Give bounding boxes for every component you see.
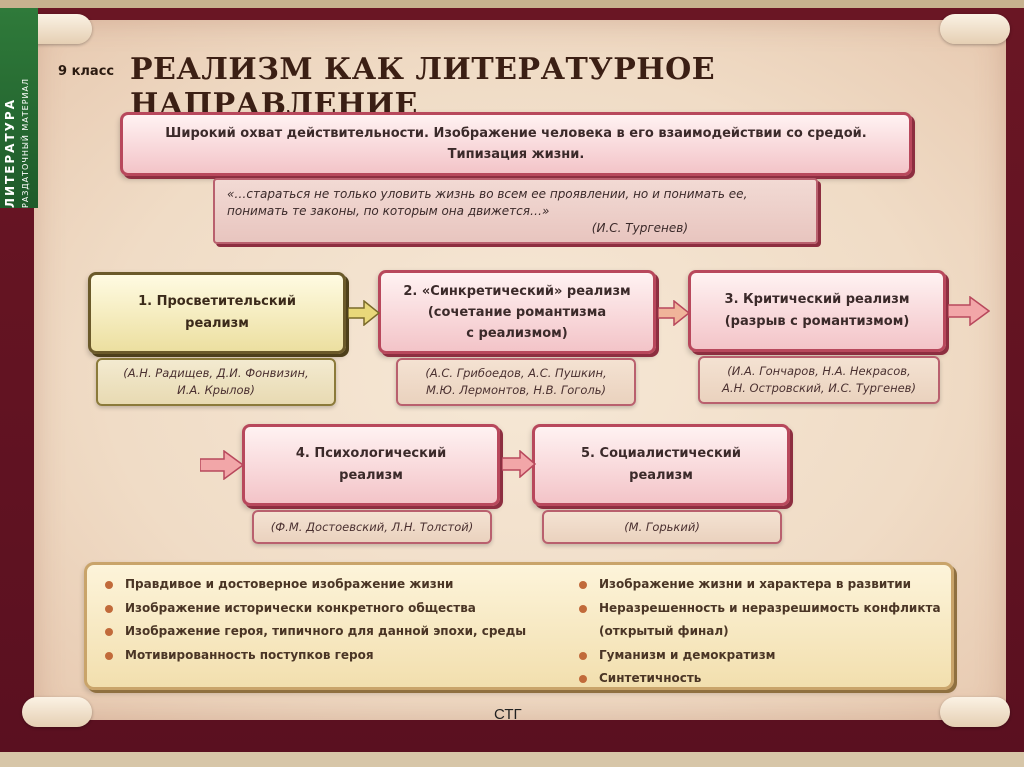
stage-3-authors-line-2: А.Н. Островский, И.С. Тургенев) [722, 381, 916, 395]
bullet-icon [579, 581, 587, 589]
top-band [0, 0, 1024, 8]
stage-2-authors: (А.С. Грибоедов, А.С. Пушкин, М.Ю. Лермо… [396, 358, 636, 406]
stage-3-box: 3. Критический реализм (разрыв с романти… [688, 270, 946, 352]
stage-2-line-2: (сочетание романтизма [427, 304, 607, 320]
stage-3-authors-line-1: (И.А. Гончаров, Н.А. Некрасов, [727, 364, 911, 378]
stage-5-authors-line-1: (М. Горький) [624, 519, 700, 534]
stage-2-authors-line-1: (А.С. Грибоедов, А.С. Пушкин, [425, 366, 607, 380]
definition-line-1: Широкий охват действительности. Изображе… [165, 126, 867, 141]
features-right-list: Изображение жизни и характера в развитии… [573, 573, 941, 691]
quote-line-2: понимать те законы, по которым она движе… [227, 204, 550, 218]
arrow-right-icon [348, 300, 380, 326]
list-item: Изображение героя, типичного для данной … [99, 620, 526, 644]
bullet-icon [105, 651, 113, 660]
bottom-band [0, 752, 1024, 767]
list-item: (открытый финал) [599, 624, 729, 638]
side-label-strip: ЛИТЕРАТУРА РАЗДАТОЧНЫЙ МАТЕРИАЛ [0, 8, 38, 208]
stage-1-authors-line-2: И.А. Крылов) [177, 383, 255, 397]
stage-4-line-1: 4. Психологический [295, 446, 447, 461]
stage-3-authors: (И.А. Гончаров, Н.А. Некрасов, А.Н. Остр… [698, 356, 940, 404]
arrow-right-icon [200, 450, 244, 480]
side-subtitle: РАЗДАТОЧНЫЙ МАТЕРИАЛ [21, 77, 30, 208]
quote-line-1: «…стараться не только уловить жизнь во в… [227, 187, 748, 201]
side-title: ЛИТЕРАТУРА [3, 98, 17, 208]
arrow-right-icon [502, 450, 536, 478]
bullet-icon [579, 651, 587, 660]
bullet-icon [105, 604, 113, 613]
stage-5-authors: (М. Горький) [542, 510, 782, 544]
list-item: Неразрешенность и неразрешимость конфлик… [573, 597, 941, 621]
list-item: Изображение жизни и характера в развитии [573, 573, 941, 597]
stage-1-line-2: реализм [185, 316, 249, 331]
arrow-right-icon [948, 296, 990, 326]
stage-3-line-1: 3. Критический реализм [724, 292, 910, 307]
definition-box: Широкий охват действительности. Изображе… [120, 112, 912, 176]
stage-4-authors-line-1: (Ф.М. Достоевский, Л.Н. Толстой) [270, 519, 474, 534]
bullet-icon [105, 581, 113, 589]
list-item: Правдивое и достоверное изображение жизн… [99, 573, 526, 597]
quote-author: (И.С. Тургенев) [591, 221, 688, 235]
stage-1-authors: (А.Н. Радищев, Д.И. Фонвизин, И.А. Крыло… [96, 358, 336, 406]
features-left-list: Правдивое и достоверное изображение жизн… [99, 573, 526, 667]
stage-5-line-2: реализм [629, 468, 693, 483]
page-title: РЕАЛИЗМ КАК ЛИТЕРАТУРНОЕ НАПРАВЛЕНИЕ [130, 52, 716, 122]
quote-box: «…стараться не только уловить жизнь во в… [213, 178, 818, 244]
stage-3-line-2: (разрыв с романтизмом) [724, 314, 910, 329]
stage-1-authors-line-1: (А.Н. Радищев, Д.И. Фонвизин, [123, 366, 309, 380]
stage-2-line-3: с реализмом) [466, 325, 568, 341]
bullet-icon [105, 628, 113, 636]
stage-2-authors-line-2: М.Ю. Лермонтов, Н.В. Гоголь) [425, 383, 607, 397]
stage-5-line-1: 5. Социалистический [581, 446, 741, 461]
list-item: Синтетичность [573, 667, 941, 691]
stage-2-box: 2. «Синкретический» реализм (сочетание р… [378, 270, 656, 354]
bullet-icon [579, 675, 587, 683]
footer-label: СТГ [494, 706, 522, 723]
stage-4-line-2: реализм [339, 468, 403, 483]
stage-1-line-1: 1. Просветительский [138, 294, 296, 309]
stage-2-line-1: 2. «Синкретический» реализм [403, 283, 631, 299]
list-item: Гуманизм и демократизм [573, 644, 941, 668]
stage-1-box: 1. Просветительский реализм [88, 272, 346, 354]
scroll-corner-top-right [940, 14, 1010, 44]
grade-label: 9 класс [58, 64, 115, 79]
stage-5-box: 5. Социалистический реализм [532, 424, 790, 506]
stage-4-authors: (Ф.М. Достоевский, Л.Н. Толстой) [252, 510, 492, 544]
arrow-right-icon [658, 300, 690, 326]
list-item: Мотивированность поступков героя [99, 644, 526, 668]
features-panel: Правдивое и достоверное изображение жизн… [84, 562, 954, 690]
list-item: Изображение исторически конкретного обще… [99, 597, 526, 621]
scroll-corner-bottom-left [22, 697, 92, 727]
stage-4-box: 4. Психологический реализм [242, 424, 500, 506]
scroll-corner-bottom-right [940, 697, 1010, 727]
side-label: ЛИТЕРАТУРА РАЗДАТОЧНЫЙ МАТЕРИАЛ [3, 8, 35, 208]
definition-line-2: Типизация жизни. [447, 147, 585, 162]
bullet-icon [579, 604, 587, 613]
